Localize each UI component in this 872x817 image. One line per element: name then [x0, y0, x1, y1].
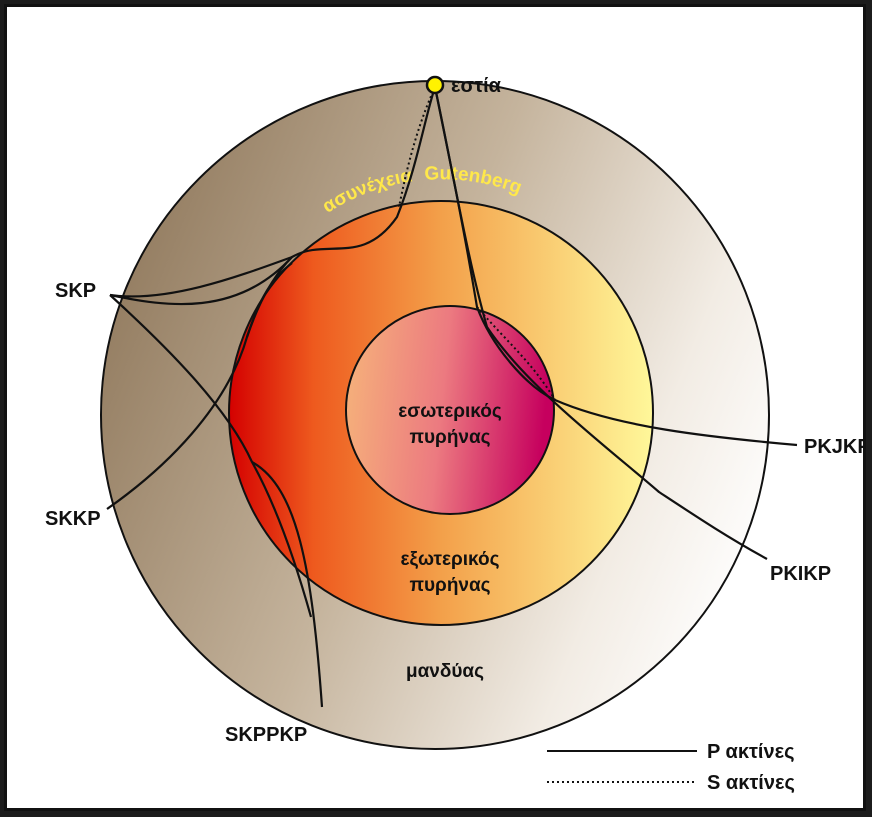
focus-marker — [425, 75, 445, 95]
ray-skppkp-mantle — [251, 461, 324, 708]
label-skppkp: SKPPKP — [225, 724, 307, 746]
ray-pkikp-path — [433, 86, 768, 560]
label-pkikp: PKIKP — [770, 563, 831, 585]
ray-skp-path — [109, 86, 437, 306]
ray-skp-reflect — [109, 255, 293, 298]
ray-skkp-inner — [245, 262, 293, 338]
outer-core-label-line1: εξωτερικός — [401, 549, 500, 570]
focus-label: εστία — [451, 75, 502, 97]
outer-core-label-line2: πυρήνας — [409, 575, 490, 596]
inner-core-label-line1: εσωτερικός — [398, 401, 502, 422]
legend-s-label: S ακτίνες — [707, 772, 795, 794]
legend-p-label: P ακτίνες — [707, 741, 794, 763]
ray-s-core — [476, 306, 556, 401]
mantle-label: μανδύας — [406, 661, 484, 682]
ray-skppkp-path — [109, 294, 313, 618]
label-skp: SKP — [55, 280, 96, 302]
inner-core-label-line2: πυρήνας — [409, 427, 490, 448]
inner-core-layer — [345, 305, 555, 515]
label-skkp: SKKP — [45, 508, 101, 530]
ray-s-path — [398, 86, 436, 208]
